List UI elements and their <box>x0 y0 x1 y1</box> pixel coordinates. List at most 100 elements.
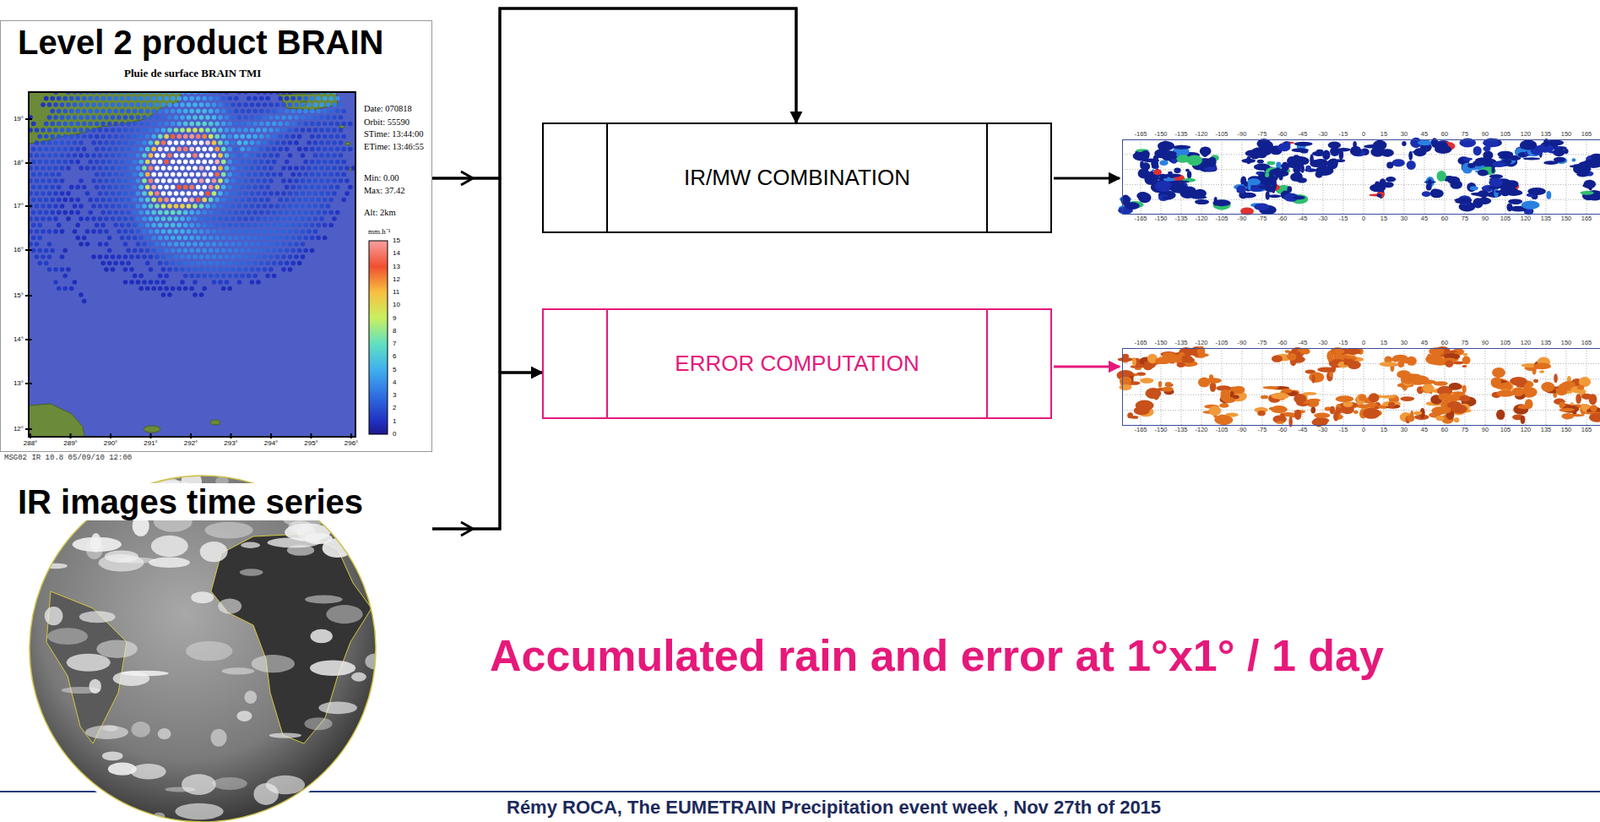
map-blobs-part <box>1167 171 1173 175</box>
rain-dots-part <box>151 96 157 102</box>
rain-dots-part <box>170 235 176 241</box>
rain-dots-part <box>217 279 223 285</box>
rain-dots-part <box>201 159 207 165</box>
rain-dots-part <box>91 203 97 209</box>
rain-dots-part <box>287 140 293 146</box>
rain-dots-part <box>154 254 160 260</box>
rain-dots-part <box>145 108 151 114</box>
rain-dots-part <box>293 102 299 108</box>
rain-dots-part <box>176 184 182 190</box>
rain-dots-part <box>284 108 290 114</box>
map-blobs-part <box>1157 141 1175 151</box>
map-blobs-part <box>1236 185 1247 195</box>
rain-dots-part <box>243 203 249 209</box>
rain-dots-part <box>341 197 347 203</box>
rain-dots-part <box>161 228 167 234</box>
rain-dots-part <box>224 102 230 108</box>
rain-dots-part <box>37 210 43 216</box>
rain-dots-part <box>62 134 68 140</box>
rain-dots-part <box>255 203 261 209</box>
rain-dots-part <box>313 203 319 209</box>
rain-dots-part <box>62 210 68 216</box>
map-blobs-part <box>1434 145 1453 154</box>
rain-dots-part <box>281 165 287 171</box>
rain-dots-part <box>239 235 245 241</box>
rain-dots-part <box>217 152 223 158</box>
rain-dots-part <box>132 159 138 165</box>
map-blobs-part <box>1161 150 1174 161</box>
map-blobs-part <box>1163 177 1176 181</box>
rain-dots-part <box>211 178 217 184</box>
rain-dots-part <box>205 178 211 184</box>
rain-dots-part <box>173 266 179 272</box>
map-blobs <box>1117 346 1600 428</box>
rain-dots-part <box>259 134 265 140</box>
rain-dots-part <box>110 178 116 184</box>
rain-dots-part <box>62 159 68 165</box>
rain-dots-part <box>179 254 185 260</box>
rain-dots-part <box>290 172 296 178</box>
map-blobs-part <box>1173 168 1181 174</box>
map-border <box>28 92 356 437</box>
rain-dots-part <box>145 197 151 203</box>
rain-dots-part <box>306 178 312 184</box>
rain-dots-part <box>34 241 40 247</box>
rain-dots-part <box>151 146 157 152</box>
map-ticks <box>25 119 352 439</box>
rain-dots-part <box>230 127 236 133</box>
rain-dots-part <box>239 248 245 254</box>
rain-dots-part <box>107 146 113 152</box>
rain-dots-part <box>290 96 296 102</box>
rain-dots-part <box>119 222 125 228</box>
rain-dots-part <box>85 241 91 247</box>
rain-dots-part <box>252 210 258 216</box>
rain-output-map-part <box>1122 184 1600 185</box>
rain-dots-part <box>230 241 236 247</box>
rain-dots-part <box>97 127 104 133</box>
rain-dots-part <box>183 273 189 279</box>
rain-dots-part <box>123 190 129 196</box>
rain-dots-part <box>161 152 167 158</box>
rain-dots-part <box>186 216 192 222</box>
rain-dots-part <box>161 266 167 272</box>
clouds-part <box>174 802 223 820</box>
rain-dots-part <box>338 165 344 171</box>
rain-dots-part <box>297 108 303 114</box>
rain-dots-part <box>94 184 100 190</box>
rain-dots-part <box>297 96 303 102</box>
rain-dots-part <box>246 121 252 127</box>
map-ground <box>1122 347 1600 426</box>
rain-dots-part <box>205 190 211 196</box>
rain-dots-part <box>237 266 243 272</box>
rain-dots-part <box>315 108 321 114</box>
rain-dots-part <box>157 222 163 228</box>
rain-dots-part <box>176 159 182 165</box>
map-blobs-part <box>1453 417 1459 423</box>
rain-dots-part <box>170 134 176 140</box>
rain-dots-part <box>94 121 100 127</box>
rain-dots-part <box>192 241 198 247</box>
rain-dots-part <box>141 165 147 171</box>
rain-dots-part <box>315 96 321 102</box>
rain-dots-part <box>148 266 154 272</box>
rain-dots-part <box>167 114 173 120</box>
rain-dots-part <box>141 203 147 209</box>
rain-dots-part <box>65 114 71 120</box>
rain-dots-part <box>138 159 144 165</box>
rain-dots-part <box>205 165 211 171</box>
rain-dots-part <box>91 152 97 158</box>
rain-dots-part <box>221 134 227 140</box>
rain-dots-part <box>243 241 249 247</box>
map-blobs-part <box>1376 191 1384 198</box>
rain-dots-part <box>293 216 299 222</box>
clouds-part <box>151 535 189 557</box>
rain-dots-part <box>176 222 182 228</box>
rain-dots-part <box>179 165 185 171</box>
rain-dots-part <box>103 241 109 247</box>
map-blobs-part <box>1463 157 1473 161</box>
rain-dots-part <box>214 260 220 266</box>
rain-dots-part <box>268 241 274 247</box>
rain-dots-part <box>75 222 81 228</box>
rain-dots-part <box>265 172 271 178</box>
rain-dots-part <box>148 178 154 184</box>
